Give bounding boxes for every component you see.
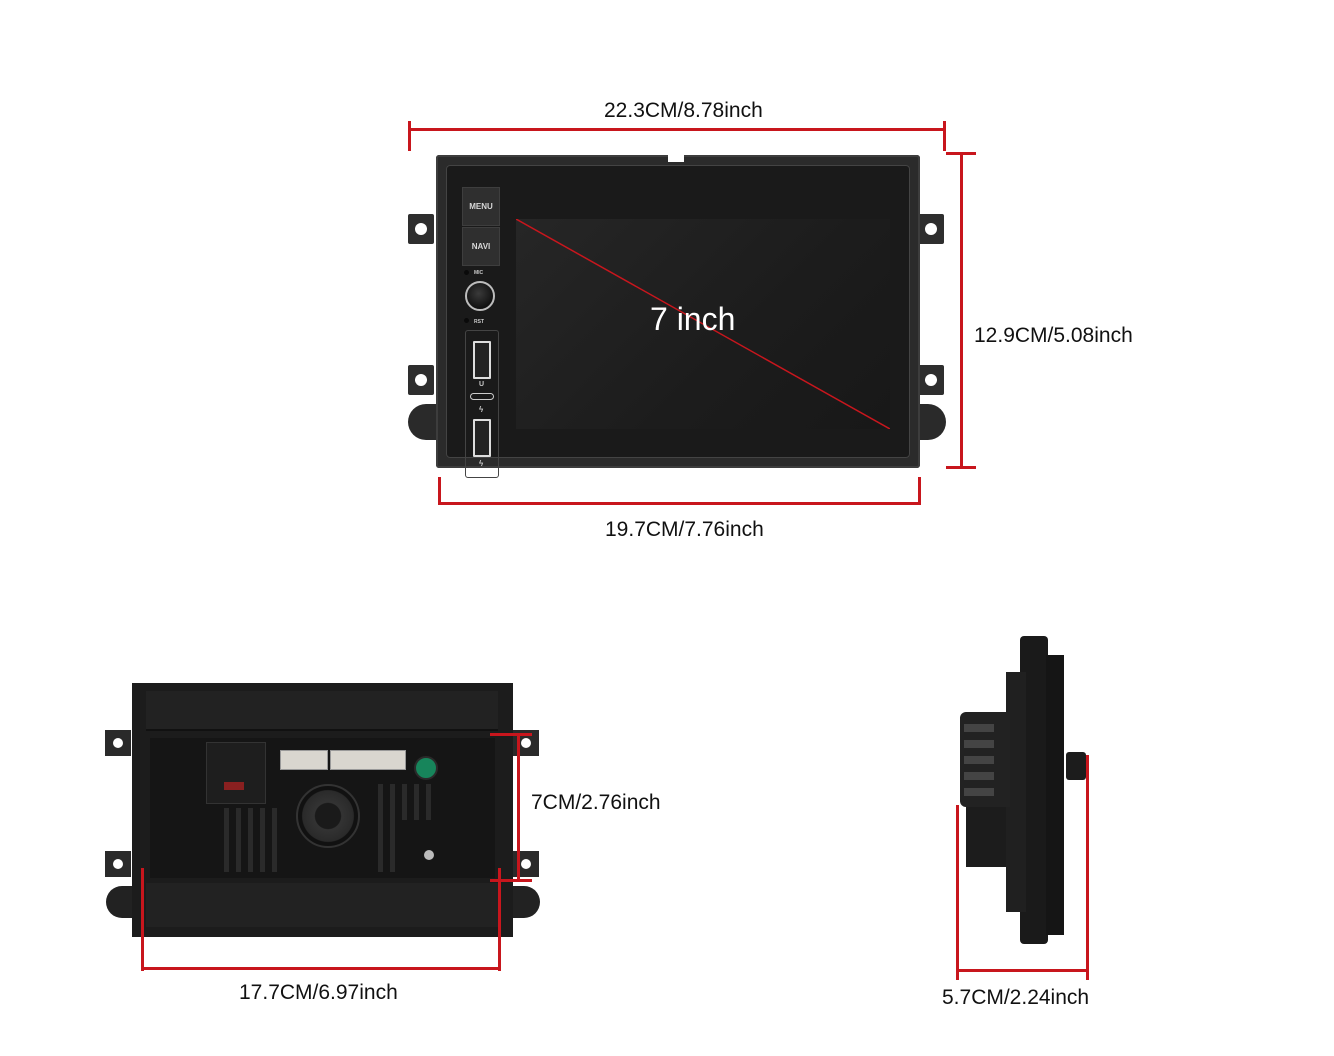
heat-fin	[260, 808, 265, 872]
heat-fin	[426, 784, 431, 820]
charge-icon: ϟ	[479, 459, 484, 468]
connector-2[interactable]	[330, 750, 406, 770]
cooling-fan	[296, 784, 360, 848]
overall-width-line	[408, 128, 946, 131]
heat-fin	[248, 808, 253, 872]
depth-tick-top	[490, 733, 532, 736]
screen-size-label: 7 inch	[650, 301, 736, 337]
height-line	[960, 152, 963, 468]
mount-tab-right-bottom	[918, 365, 944, 395]
overall-width-tick-left	[408, 121, 411, 151]
back-clip-left	[106, 886, 134, 918]
front-inner-bezel: MENU NAVI MIC RST U ϟ ϟ	[446, 165, 910, 478]
usb-port-bottom[interactable]	[473, 419, 491, 457]
heat-fin	[414, 784, 419, 820]
bottom-rail	[146, 883, 498, 927]
rst-label: RST	[474, 319, 484, 325]
mic-hole	[464, 270, 469, 275]
back-width-line	[141, 967, 501, 970]
back-clip-right	[512, 886, 540, 918]
fuse	[224, 782, 244, 790]
overall-width-label: 22.3CM/8.78inch	[604, 99, 763, 122]
heat-fin	[224, 808, 229, 872]
menu-button[interactable]: MENU	[462, 187, 500, 226]
side-knob	[1066, 752, 1086, 780]
heat-fin	[402, 784, 407, 820]
frame-width-label: 19.7CM/7.76inch	[605, 518, 764, 541]
top-notch	[668, 155, 684, 162]
rear-housing	[132, 683, 513, 937]
mount-tab-left-top	[408, 214, 434, 244]
heat-fin	[378, 784, 383, 872]
round-clip-right	[916, 404, 946, 440]
overall-width-tick-right	[943, 121, 946, 151]
front-bezel: MENU NAVI MIC RST U ϟ ϟ	[436, 155, 920, 478]
back-width-tick-left	[141, 868, 144, 971]
side-depth-tick-left	[956, 805, 959, 980]
connector-1[interactable]	[280, 750, 328, 770]
port-panel: U ϟ ϟ	[465, 330, 499, 478]
frame-width-line	[438, 502, 920, 505]
depth-tick-bottom	[490, 879, 532, 882]
heatsink-fin	[964, 756, 994, 764]
usb-c-port[interactable]	[470, 393, 494, 400]
frame-width-tick-left	[438, 477, 441, 505]
heatsink-fin	[964, 740, 994, 748]
heatsink-fin	[964, 724, 994, 732]
heatsink-fin	[964, 772, 994, 780]
charge-icon: ϟ	[479, 405, 484, 414]
side-depth-tick-right	[1086, 755, 1089, 980]
control-panel: MENU NAVI MIC RST U ϟ ϟ	[462, 187, 500, 478]
round-clip-left	[408, 404, 438, 440]
navi-button[interactable]: NAVI	[462, 227, 500, 266]
diagonal-line	[516, 219, 890, 429]
mic-label: MIC	[474, 270, 484, 276]
volume-knob[interactable]	[465, 281, 495, 311]
reset-hole[interactable]	[464, 318, 469, 323]
frame-width-tick-right	[918, 477, 921, 505]
heatsink-fin	[964, 788, 994, 796]
top-rail	[146, 691, 498, 731]
mount-tab-right-top	[918, 214, 944, 244]
side-bezel-edge	[1046, 655, 1064, 935]
height-label: 12.9CM/5.08inch	[974, 324, 1133, 347]
back-mount-tab-left-top	[105, 730, 131, 756]
side-depth-line	[956, 969, 1089, 972]
antenna-connector[interactable]	[424, 850, 434, 860]
side-heatsink	[960, 712, 1010, 807]
heat-fin	[390, 784, 395, 872]
heat-fin	[236, 808, 241, 872]
gps-antenna-port[interactable]	[414, 756, 438, 780]
harness-socket[interactable]	[206, 742, 266, 804]
usb-u-label: U	[479, 381, 485, 388]
side-depth-label: 5.7CM/2.24inch	[942, 986, 1090, 1009]
display-screen[interactable]: 7 inch	[516, 219, 890, 429]
depth-line	[517, 733, 520, 882]
side-lower-body	[966, 807, 1006, 867]
back-mount-tab-left-bottom	[105, 851, 131, 877]
heat-fin	[272, 808, 277, 872]
back-width-label: 17.7CM/6.97inch	[239, 981, 398, 1004]
usb-port-top[interactable]	[473, 341, 491, 379]
mount-tab-left-bottom	[408, 365, 434, 395]
side-chassis	[1006, 672, 1026, 912]
depth-label: 7CM/2.76inch	[531, 791, 661, 814]
back-width-tick-right	[498, 868, 501, 971]
rear-panel	[150, 738, 495, 878]
